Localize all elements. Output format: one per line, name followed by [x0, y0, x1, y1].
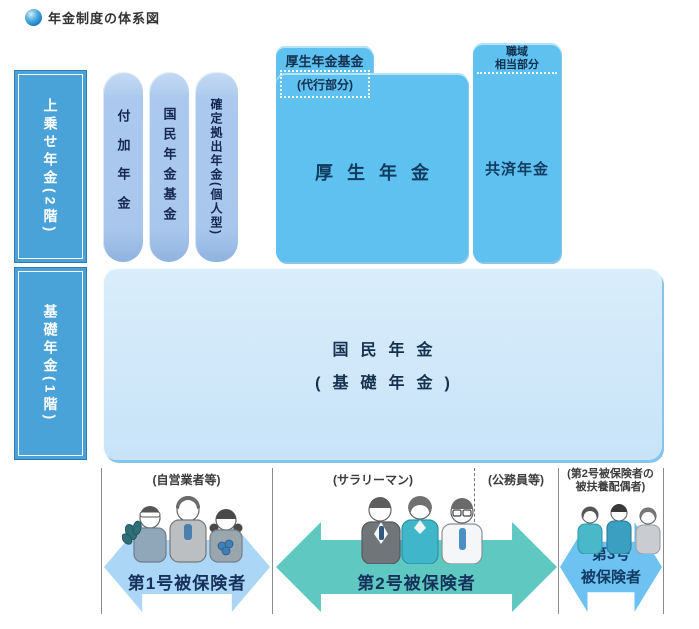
dependent-spouse-people-group-icon — [577, 504, 661, 554]
fuka-nenkin-capsule: 付加年金 — [103, 72, 143, 262]
self-employed-people-group-icon — [122, 496, 243, 563]
divider-line-left — [101, 468, 102, 614]
shokuiki-dotted-divider — [477, 72, 557, 74]
kakutei-kyoshutsu-label: 確定拠出年金(個人型) — [209, 98, 223, 236]
insured-category2-label: 第2号被保険者 — [357, 574, 476, 593]
blue-sphere-bullet-icon — [25, 9, 42, 26]
diagram-header: 年金制度の体系図 — [25, 8, 160, 27]
kokumin-nenkin-kikin-label: 国民年金基金 — [161, 107, 177, 227]
daiko-bubun-label: (代行部分) — [297, 77, 353, 92]
fuka-nenkin-label: 付加年金 — [115, 109, 131, 225]
dependent-spouse-line1: (第2号被保険者の — [567, 468, 654, 480]
kokumin-nenkin-kikin-capsule: 国民年金基金 — [149, 72, 189, 262]
category-label-salaryman: (サラリーマン) — [333, 473, 413, 487]
kyosai-nenkin-label: 共済年金 — [484, 161, 549, 178]
divider-line-right — [663, 468, 664, 614]
kokumin-nenkin-line2: (基礎年金) — [315, 374, 462, 392]
insured-category1-label: 第1号被保険者 — [127, 574, 247, 593]
dependent-spouse-line2: 被扶養配偶者) — [575, 481, 646, 494]
insured-category3-label-line2: 被保険者 — [580, 569, 641, 586]
tier2-axis-label: 上乗せ年金(2階) — [42, 97, 59, 236]
shokuiki-line2: 相当部分 — [495, 59, 539, 72]
diagram-title: 年金制度の体系図 — [48, 11, 161, 26]
kakutei-kyoshutsu-capsule: 確定拠出年金(個人型) — [195, 72, 238, 262]
category-label-self-employed: (自営業者等) — [152, 473, 221, 487]
kosei-nenkin-label: 厚生年金 — [315, 163, 443, 183]
tier1-axis-box: 基礎年金(1階) — [14, 267, 87, 460]
shokuiki-soto-label: 職域 相当部分 — [473, 46, 561, 72]
kyosai-nenkin-box — [473, 43, 561, 262]
category-label-dependent-spouse: (第2号被保険者の 被扶養配偶者) — [558, 468, 663, 494]
kosei-nenkin-box — [276, 73, 468, 262]
divider-line-cat1-cat2 — [272, 468, 273, 614]
divider-line-cat3-cat4 — [558, 468, 559, 614]
daiko-bubun-dotted-box: (代行部分) — [280, 70, 370, 98]
kosei-nenkin-kikin-label: 厚生年金基金 — [285, 54, 364, 69]
kokumin-nenkin-box: 国民年金 (基礎年金) — [103, 268, 662, 460]
salaryman-people-group-icon — [361, 496, 483, 564]
divider-dotted-cat2-cat3 — [474, 468, 475, 532]
kokumin-nenkin-line1: 国民年金 — [332, 341, 445, 359]
shokuiki-line1: 職域 — [506, 46, 528, 58]
category-label-public-servant: (公務員等) — [488, 473, 544, 487]
tier2-axis-box: 上乗せ年金(2階) — [14, 70, 87, 263]
tier1-axis-label: 基礎年金(1階) — [42, 303, 59, 424]
